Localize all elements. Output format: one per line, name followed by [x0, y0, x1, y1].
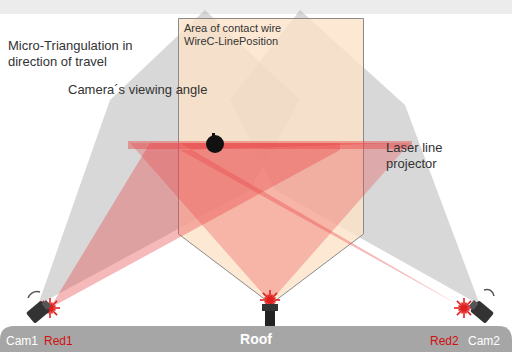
laser-burst-core	[461, 305, 467, 311]
laser-burst-ray	[463, 308, 465, 318]
camera1-rotate-arrow	[28, 292, 40, 298]
laser-burst-ray	[49, 308, 51, 318]
laser-burst-ray	[50, 307, 60, 309]
camera-name: Cam1	[6, 333, 46, 349]
laser-burst-ray	[48, 308, 50, 314]
laser-burst-ray	[50, 308, 57, 315]
laser-burst-ray	[50, 308, 56, 310]
laser-burst-ray	[458, 308, 464, 310]
laser-name: Red2	[430, 333, 470, 349]
laser-projector-label: Laser line projector	[386, 140, 466, 172]
laser-burst-ray	[50, 308, 52, 314]
laser-burst-ray	[463, 298, 465, 308]
laser-burst-ray	[43, 301, 50, 308]
laser-burst-ray	[462, 302, 464, 308]
laser-burst-core	[47, 305, 53, 311]
projector-stand	[265, 310, 275, 326]
top-strip	[0, 0, 512, 14]
laser-burst-ray	[464, 306, 470, 308]
camera2	[467, 298, 494, 324]
contact-wire-area: Area of contact wire WireC-LinePosition	[178, 18, 364, 306]
laser-name: Red1	[44, 333, 84, 349]
laser-burst-ray	[43, 308, 50, 315]
laser-burst-ray	[457, 301, 464, 308]
node-text: Area of contact wire WireC-LinePosition	[178, 18, 315, 52]
laser-burst-ray	[458, 306, 464, 308]
laser-burst-ray	[48, 302, 50, 308]
laser-burst-ray	[464, 301, 471, 308]
laser-burst-ray	[464, 308, 471, 315]
laser-burst-ray	[457, 308, 464, 315]
laser-burst-ray	[454, 307, 464, 309]
projector-head	[262, 304, 278, 311]
laser-burst-ray	[464, 308, 466, 314]
laser-burst-ray	[50, 301, 57, 308]
laser-burst-ray	[40, 307, 50, 309]
contact-wire-area-outline	[178, 18, 364, 306]
laser-burst-ray	[44, 308, 50, 310]
camera-view-label: Camera´s viewing angle	[68, 82, 243, 98]
camera2-rotate-arrow	[484, 290, 494, 296]
laser-burst-ray	[462, 308, 464, 314]
laser-burst-ray	[464, 302, 466, 308]
micro-triangulation-label: Micro-Triangulation in direction of trav…	[8, 38, 158, 70]
laser-burst-ray	[464, 308, 470, 310]
camera1	[26, 298, 53, 324]
camera-name: Cam2	[468, 333, 508, 349]
laser-burst-ray	[50, 306, 56, 308]
laser-burst-ray	[464, 307, 474, 309]
laser-burst-ray	[44, 306, 50, 308]
laser-burst-ray	[50, 302, 52, 308]
laser-burst-ray	[49, 298, 51, 308]
